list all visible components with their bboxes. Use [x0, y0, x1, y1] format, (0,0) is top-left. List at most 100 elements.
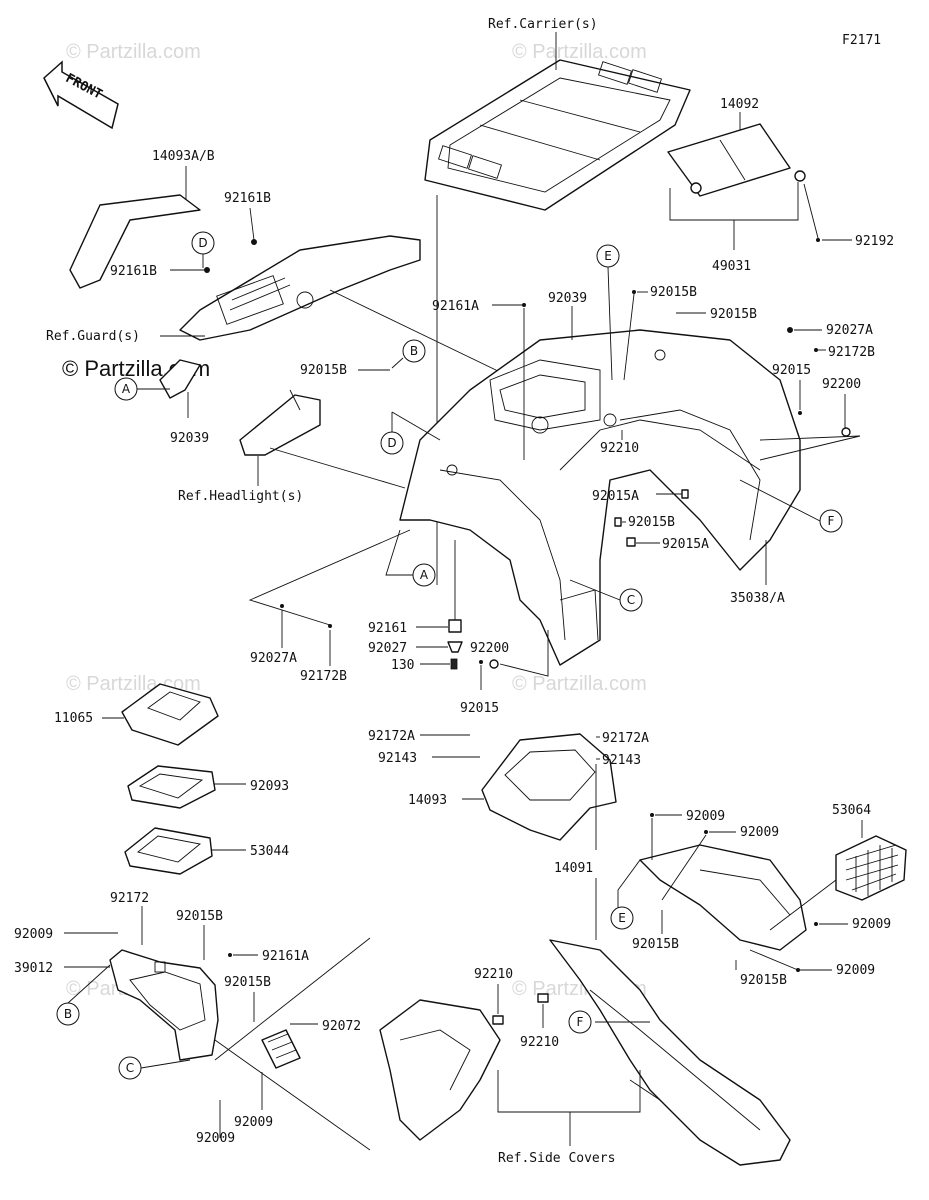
- label-92009: 92009: [852, 917, 891, 932]
- callout-F: F: [568, 1010, 592, 1034]
- label-92210: 92210: [520, 1035, 559, 1050]
- label-92009: 92009: [14, 927, 53, 942]
- label-35038A: 35038/A: [730, 591, 785, 606]
- svg-text:A: A: [420, 568, 429, 582]
- svg-text:D: D: [198, 236, 207, 250]
- part-53064-grille: [835, 835, 907, 901]
- svg-text:F: F: [828, 514, 835, 528]
- label-11065: 11065: [54, 711, 93, 726]
- label-92072: 92072: [322, 1019, 361, 1034]
- label-14091: 14091: [554, 861, 593, 876]
- callout-D: D: [380, 431, 404, 455]
- label-92015B: 92015B: [650, 285, 697, 300]
- label-92015B: 92015B: [710, 307, 757, 322]
- svg-text:E: E: [618, 911, 626, 925]
- label-92009: 92009: [740, 825, 779, 840]
- label-92161: 92161: [368, 621, 407, 636]
- part-39012-box: [109, 949, 219, 1061]
- callout-F: F: [819, 509, 843, 533]
- svg-text:C: C: [126, 1061, 134, 1075]
- part-14091-fender: [639, 844, 807, 951]
- label-92172B: 92172B: [300, 669, 347, 684]
- label-92015B: 92015B: [300, 363, 347, 378]
- label-92172A: 92172A: [602, 731, 649, 746]
- label-14092: 14092: [720, 97, 759, 112]
- label-92015B: 92015B: [176, 909, 223, 924]
- svg-text:F: F: [577, 1015, 584, 1029]
- watermark: © Partzilla.com: [512, 41, 647, 63]
- label-53044: 53044: [250, 844, 289, 859]
- callout-A: A: [412, 563, 436, 587]
- watermark: © Partzilla.com: [66, 41, 201, 63]
- label-92143: 92143: [378, 751, 417, 766]
- label-92172: 92172: [110, 891, 149, 906]
- label-92009: 92009: [836, 963, 875, 978]
- part-53044-seal: [124, 827, 213, 875]
- side-cover-right: [549, 939, 791, 1166]
- label-92210: 92210: [600, 441, 639, 456]
- label-14093: 14093: [408, 793, 447, 808]
- svg-text:D: D: [387, 436, 396, 450]
- label-92172A: 92172A: [368, 729, 415, 744]
- headlight-bracket: [239, 389, 321, 456]
- callout-A: A: [114, 377, 138, 401]
- svg-text:B: B: [64, 1007, 72, 1021]
- label-92039: 92039: [548, 291, 587, 306]
- label-92093: 92093: [250, 779, 289, 794]
- callout-B: B: [56, 1002, 80, 1026]
- label-92039: 92039: [170, 431, 209, 446]
- callout-C: C: [118, 1056, 142, 1080]
- label-92200: 92200: [470, 641, 509, 656]
- main-fender: [399, 329, 801, 666]
- label-39012: 39012: [14, 961, 53, 976]
- side-cover-left: [379, 999, 501, 1141]
- label-49031: 49031: [712, 259, 751, 274]
- callout-C: C: [619, 588, 643, 612]
- svg-text:A: A: [122, 382, 131, 396]
- label-92161B: 92161B: [110, 264, 157, 279]
- label-53064: 53064: [832, 803, 871, 818]
- svg-text:B: B: [410, 344, 418, 358]
- ref-headlight-label: Ref.Headlight(s): [178, 489, 303, 504]
- label-92161A: 92161A: [262, 949, 309, 964]
- label-92009: 92009: [234, 1115, 273, 1130]
- watermark: © Partzilla.com: [512, 673, 647, 695]
- label-92161B: 92161B: [224, 191, 271, 206]
- callout-B: B: [402, 339, 426, 363]
- label-92015A: 92015A: [592, 489, 639, 504]
- part-14092-pad: [667, 123, 806, 197]
- label-92015B: 92015B: [632, 937, 679, 952]
- label-14093AB: 14093A/B: [152, 149, 215, 164]
- ref-side-covers-label: Ref.Side Covers: [498, 1151, 615, 1166]
- svg-text:C: C: [627, 593, 635, 607]
- label-92015B: 92015B: [740, 973, 787, 988]
- part-92093-seal: [127, 765, 216, 809]
- label-92210: 92210: [474, 967, 513, 982]
- label-92015A: 92015A: [662, 537, 709, 552]
- label-92027A: 92027A: [250, 651, 297, 666]
- front-arrow-icon: FRONT: [43, 60, 119, 130]
- label-92143: 92143: [602, 753, 641, 768]
- label-130: 130: [391, 658, 414, 673]
- guard-assembly: [69, 194, 421, 399]
- label-92200: 92200: [822, 377, 861, 392]
- label-92172B: 92172B: [828, 345, 875, 360]
- ref-guard-label: Ref.Guard(s): [46, 329, 140, 344]
- part-92072-grille: [261, 1029, 301, 1069]
- part-14093-tray: [481, 733, 617, 841]
- label-92027: 92027: [368, 641, 407, 656]
- ref-carrier-label: Ref.Carrier(s): [488, 17, 598, 32]
- label-92015B: 92015B: [628, 515, 675, 530]
- callout-D: D: [191, 231, 215, 255]
- part-11065-pad: [121, 683, 219, 746]
- callout-E: E: [610, 906, 634, 930]
- callout-E: E: [596, 244, 620, 268]
- label-92161A: 92161A: [432, 299, 479, 314]
- label-92192: 92192: [855, 234, 894, 249]
- label-92009: 92009: [686, 809, 725, 824]
- label-92015: 92015: [772, 363, 811, 378]
- figure-code: F2171: [842, 33, 881, 48]
- label-92027A: 92027A: [826, 323, 873, 338]
- svg-text:E: E: [604, 249, 612, 263]
